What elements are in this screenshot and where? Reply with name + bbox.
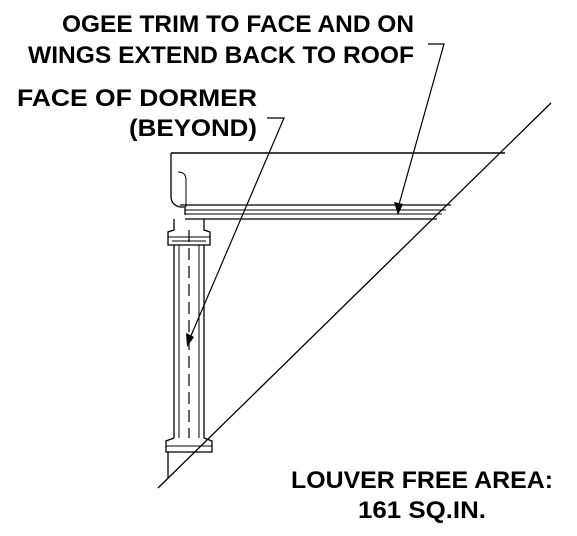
ogee-trim-note-line2: WINGS EXTEND BACK TO ROOF [28,42,414,69]
cornice-return-profile [170,153,186,215]
face-of-dormer-note-line1: FACE OF DORMER [17,85,257,112]
ogee-profile-curve [177,171,187,207]
column-capital [167,219,211,246]
louver-free-area-line2: 161 SQ.IN. [358,497,486,524]
column [165,219,213,478]
ogee-trim-note-line1: OGEE TRIM TO FACE AND ON [62,11,414,38]
face-of-dormer-leader-line [189,117,285,339]
face-of-dormer-leader-arrowhead [186,333,194,347]
column-base [165,437,213,453]
ogee-trim-leader [394,43,445,215]
ogee-trim-note: OGEE TRIM TO FACE AND ON WINGS EXTEND BA… [28,11,414,69]
louver-free-area-line1: LOUVER FREE AREA: [291,467,553,494]
face-of-dormer-leader [186,117,285,347]
cornice-trim [170,152,505,220]
louver-free-area-note: LOUVER FREE AREA: 161 SQ.IN. [291,467,553,524]
face-of-dormer-note-line2: (BEYOND) [129,115,257,142]
roof-rake-line [157,102,552,489]
face-of-dormer-note: FACE OF DORMER (BEYOND) [17,85,257,142]
ogee-trim-leader-arrowhead [394,202,403,215]
